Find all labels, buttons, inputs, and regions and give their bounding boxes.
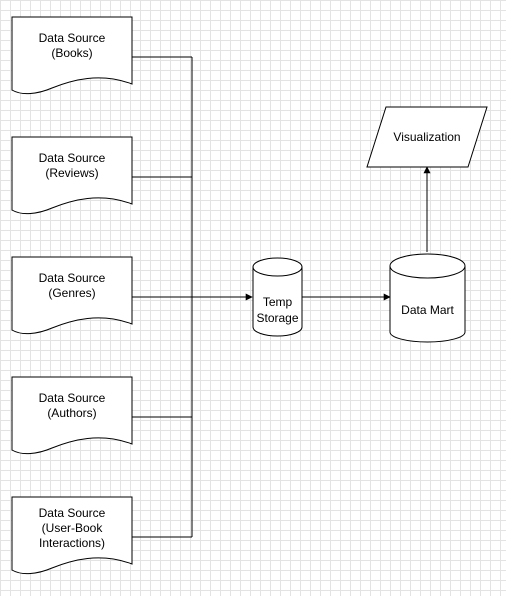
temp-storage-cylinder[interactable]: Temp Storage [252, 257, 303, 337]
document-shape [11, 376, 133, 455]
cylinder-top [389, 253, 466, 279]
connectors [132, 56, 431, 538]
data-mart-label: Data Mart [401, 303, 454, 317]
data-source-authors-line1: Data Source [39, 391, 106, 405]
cylinder-body [252, 267, 303, 337]
data-source-books-line1: Data Source [39, 31, 106, 45]
data-source-genres[interactable]: Data Source (Genres) [11, 256, 133, 335]
cylinder-body [389, 266, 466, 343]
temp-storage-line2: Storage [256, 311, 298, 325]
data-source-user-book-line2: (User-Book [42, 521, 104, 535]
data-source-books-line2: (Books) [51, 46, 92, 60]
data-source-genres-line1: Data Source [39, 271, 106, 285]
data-mart-cylinder[interactable]: Data Mart [389, 253, 466, 343]
document-shape [11, 496, 133, 575]
data-source-authors[interactable]: Data Source (Authors) [11, 376, 133, 455]
data-source-reviews-line1: Data Source [39, 151, 106, 165]
temp-storage-line1: Temp [263, 295, 293, 309]
data-source-books[interactable]: Data Source (Books) [11, 16, 133, 95]
document-shape [11, 16, 133, 95]
document-shape [11, 136, 133, 215]
cylinder-top [252, 257, 303, 277]
data-source-user-book-interactions[interactable]: Data Source (User-Book Interactions) [11, 496, 133, 575]
document-shape [11, 256, 133, 335]
data-source-user-book-line1: Data Source [39, 506, 106, 520]
visualization-node[interactable]: Visualization [366, 106, 488, 168]
visualization-label: Visualization [393, 130, 460, 144]
data-source-reviews[interactable]: Data Source (Reviews) [11, 136, 133, 215]
data-source-genres-line2: (Genres) [48, 286, 95, 300]
parallelogram-shape [366, 106, 488, 168]
data-source-reviews-line2: (Reviews) [45, 166, 98, 180]
data-source-user-book-line3: Interactions) [39, 536, 105, 550]
data-source-authors-line2: (Authors) [47, 406, 96, 420]
